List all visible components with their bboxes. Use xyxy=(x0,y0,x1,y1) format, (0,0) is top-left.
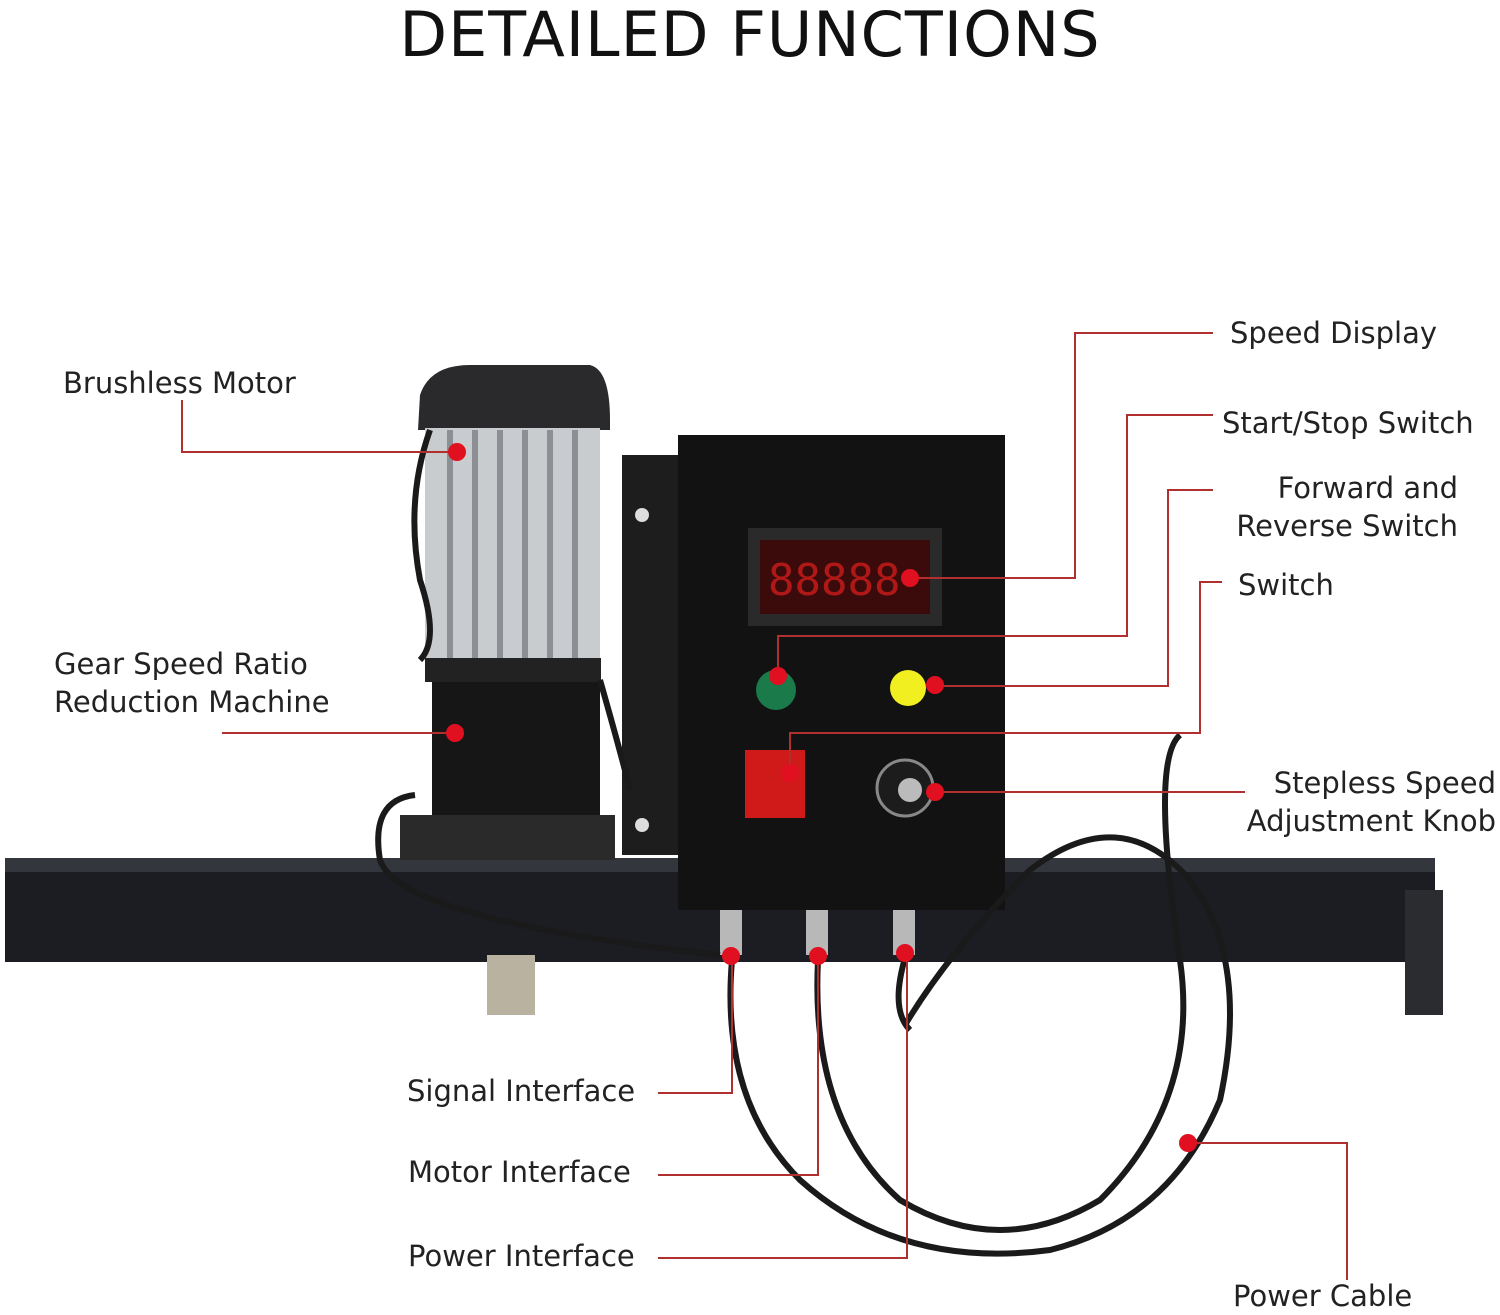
label-switch: Switch xyxy=(1238,568,1334,602)
marker-dot xyxy=(926,676,944,694)
control-box xyxy=(678,435,1005,910)
marker-dot xyxy=(896,944,914,962)
mounting-plate xyxy=(622,455,684,855)
label-start-stop-switch: Start/Stop Switch xyxy=(1222,406,1474,440)
marker-dot xyxy=(809,947,827,965)
page-title: DETAILED FUNCTIONS xyxy=(399,0,1101,71)
marker-dot xyxy=(781,764,799,782)
marker-dot xyxy=(446,724,464,742)
marker-dot xyxy=(901,569,919,587)
motor-cap xyxy=(418,365,610,430)
forward-reverse-button xyxy=(890,670,926,706)
label-forward-reverse-1: Forward and xyxy=(1277,471,1458,505)
marker-dot xyxy=(448,443,466,461)
motor-body xyxy=(425,428,600,663)
label-power-cable: Power Cable xyxy=(1233,1279,1413,1313)
power-rocker-switch xyxy=(745,750,805,818)
label-brushless-motor: Brushless Motor xyxy=(63,366,296,400)
label-gear-2: Reduction Machine xyxy=(54,685,330,719)
rail-end-bracket xyxy=(1405,890,1443,1015)
marker-dot xyxy=(1179,1134,1197,1152)
label-forward-reverse-2: Reverse Switch xyxy=(1236,509,1458,543)
marker-dot xyxy=(926,783,944,801)
shaft xyxy=(487,955,535,1015)
label-power-interface: Power Interface xyxy=(408,1239,635,1273)
label-stepless-2: Adjustment Knob xyxy=(1246,804,1496,838)
label-stepless-1: Stepless Speed xyxy=(1273,766,1496,800)
label-speed-display: Speed Display xyxy=(1230,316,1438,350)
marker-dot xyxy=(769,667,787,685)
power-cable xyxy=(727,834,1233,1257)
svg-text:88888: 88888 xyxy=(768,555,900,606)
marker-dot xyxy=(722,947,740,965)
label-motor-interface: Motor Interface xyxy=(408,1155,631,1189)
label-gear-1: Gear Speed Ratio xyxy=(54,647,308,681)
label-signal-interface: Signal Interface xyxy=(407,1074,636,1108)
leader-lines xyxy=(181,332,1348,1280)
